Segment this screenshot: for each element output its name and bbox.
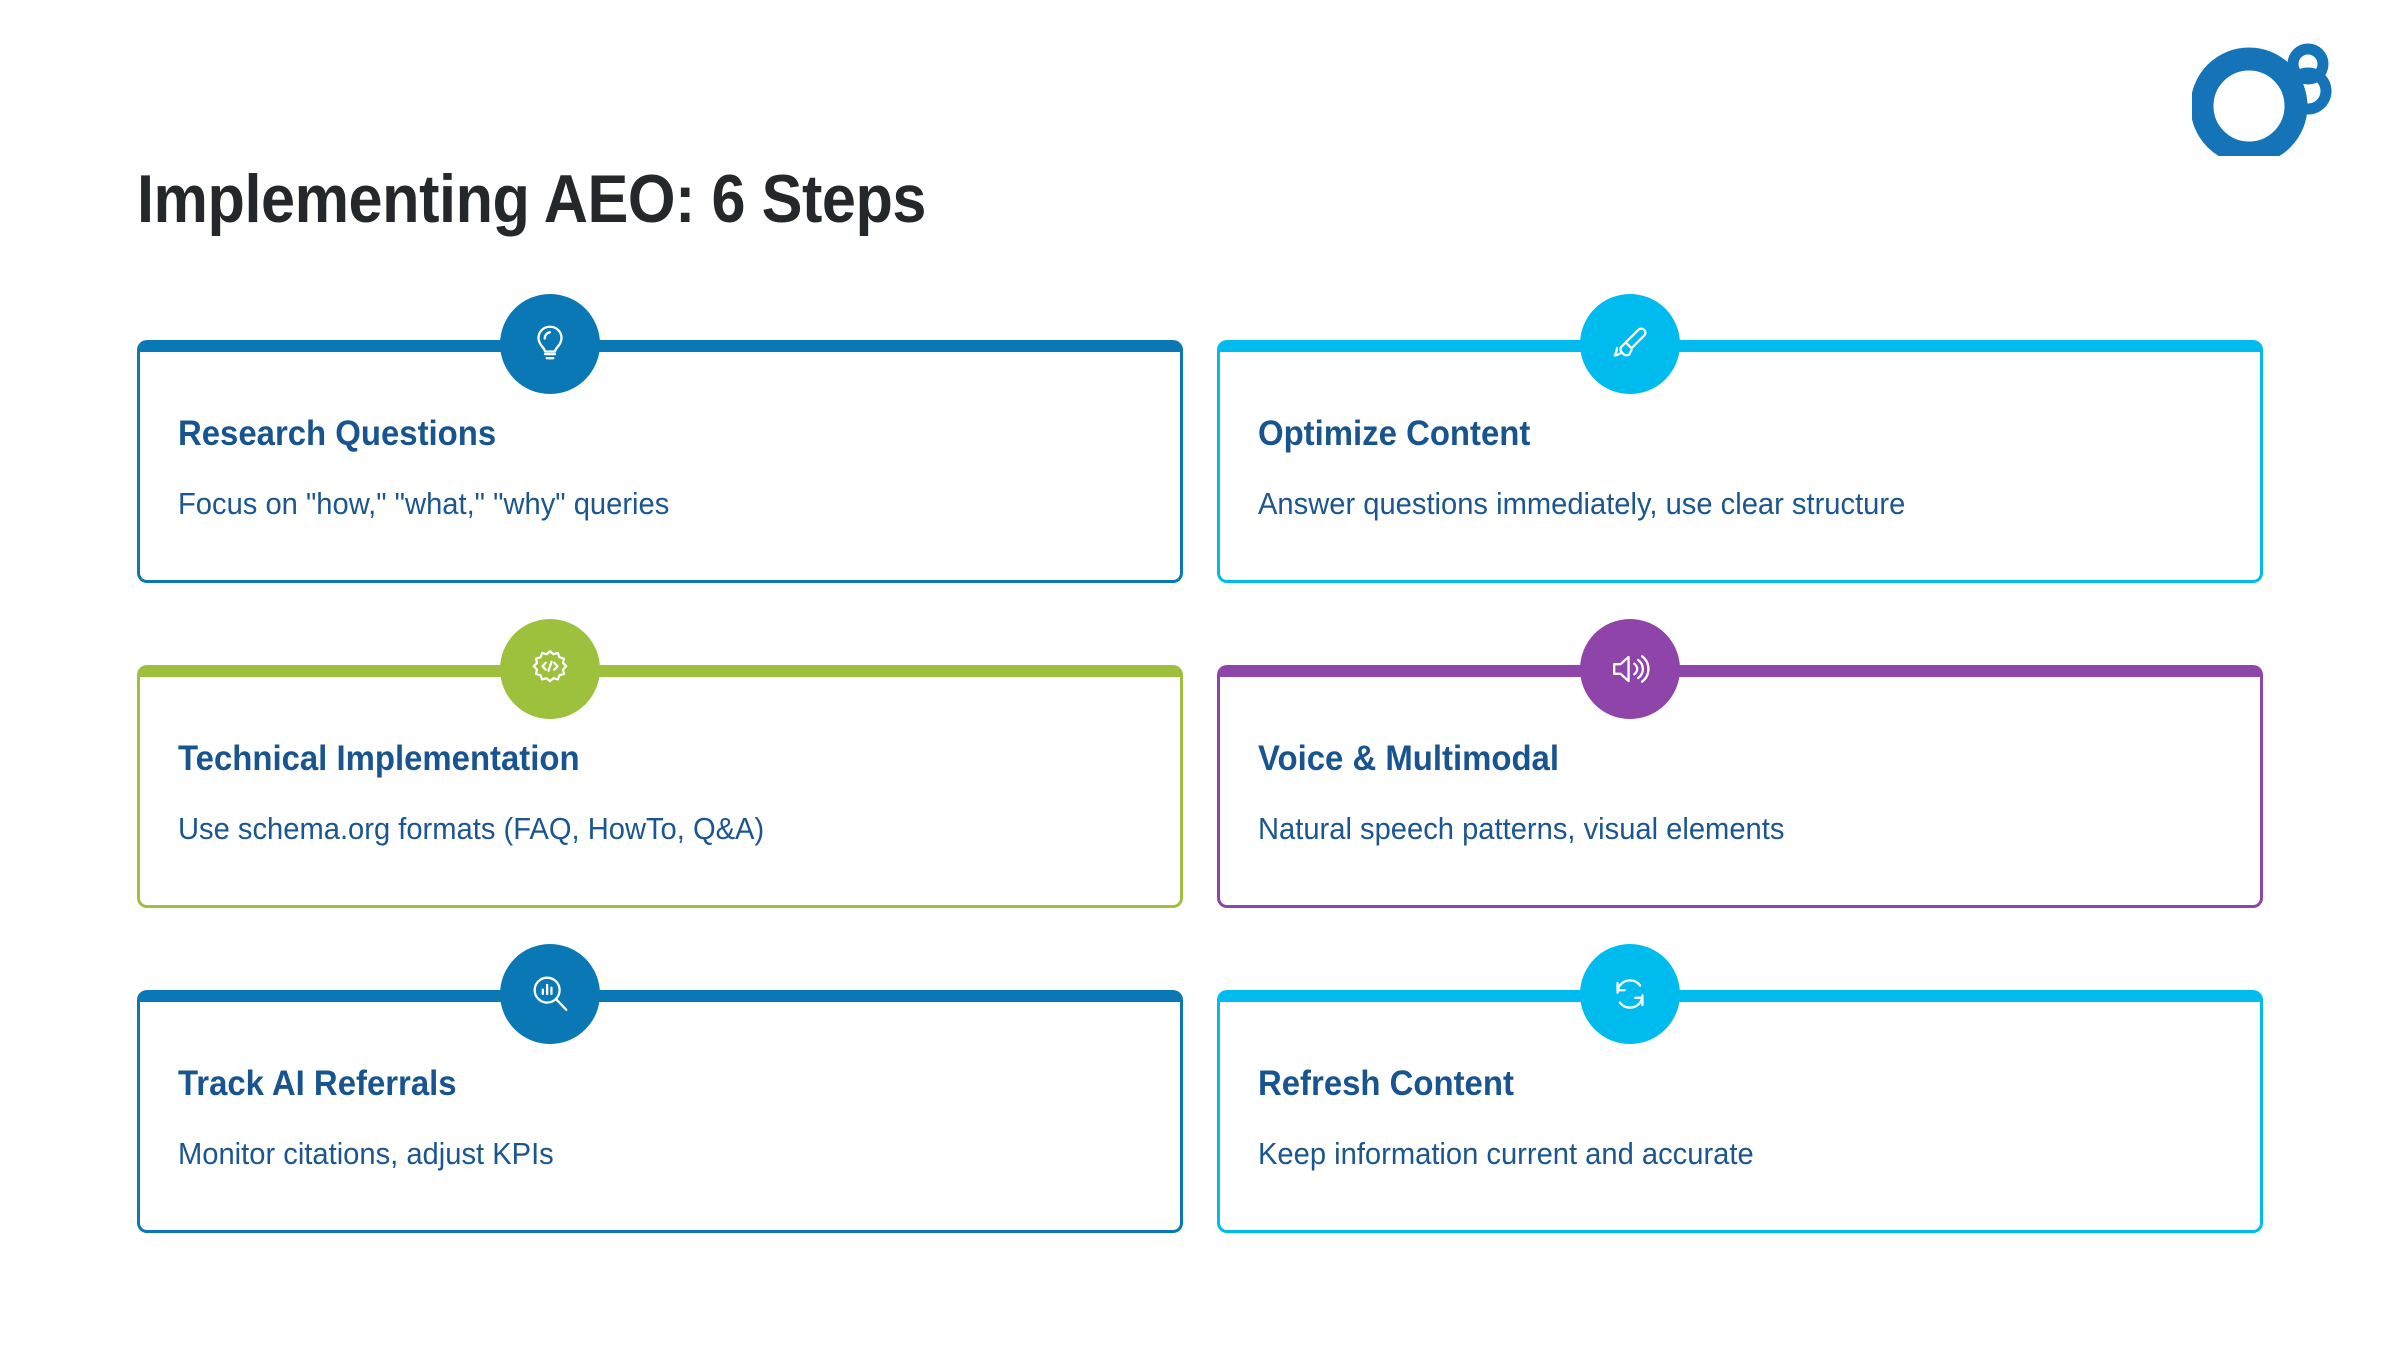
logo-o-letter (2190, 47, 2308, 165)
speaker-volume-icon-glyph (1613, 655, 1650, 683)
logo-8-top (2287, 43, 2329, 85)
steps-grid: Research Questions Focus on "how," "what… (137, 294, 2263, 1233)
speaker-volume-icon (1580, 619, 1680, 719)
card-description: Use schema.org formats (FAQ, HowTo, Q&A) (178, 811, 765, 846)
refresh-sync-icon (1580, 944, 1680, 1044)
lightbulb-icon (500, 294, 600, 394)
card-body: Voice & Multimodal Natural speech patter… (1258, 739, 2222, 847)
o8-logo-mark (2190, 43, 2332, 165)
step-card-optimize-content[interactable]: Optimize Content Answer questions immedi… (1217, 294, 2263, 583)
card-body: Track AI Referrals Monitor citations, ad… (178, 1064, 1142, 1172)
card-body: Research Questions Focus on "how," "what… (178, 414, 1142, 522)
card-heading: Optimize Content (1258, 414, 1531, 453)
step-card-research-questions[interactable]: Research Questions Focus on "how," "what… (137, 294, 1183, 583)
logo-8-bottom (2284, 67, 2332, 115)
card-frame: Track AI Referrals Monitor citations, ad… (137, 990, 1183, 1233)
step-card-technical-implementation[interactable]: Technical Implementation Use schema.org … (137, 619, 1183, 908)
card-description: Answer questions immediately, use clear … (1258, 486, 1906, 521)
card-frame: Voice & Multimodal Natural speech patter… (1217, 665, 2263, 908)
lightbulb-icon-glyph (537, 325, 563, 360)
o8-logo (2190, 38, 2342, 165)
card-frame: Technical Implementation Use schema.org … (137, 665, 1183, 908)
card-body: Technical Implementation Use schema.org … (178, 739, 1142, 847)
paintbrush-icon (1580, 294, 1680, 394)
card-frame: Research Questions Focus on "how," "what… (137, 340, 1183, 583)
card-heading: Voice & Multimodal (1258, 739, 1560, 778)
card-frame: Refresh Content Keep information current… (1217, 990, 2263, 1233)
card-description: Monitor citations, adjust KPIs (178, 1136, 554, 1171)
gear-code-icon (500, 619, 600, 719)
card-heading: Track AI Referrals (178, 1064, 457, 1103)
card-frame: Optimize Content Answer questions immedi… (1217, 340, 2263, 583)
refresh-sync-icon-glyph (1616, 979, 1644, 1009)
paintbrush-icon-glyph (1613, 327, 1647, 357)
step-card-voice-multimodal[interactable]: Voice & Multimodal Natural speech patter… (1217, 619, 2263, 908)
analytics-search-icon (500, 944, 600, 1044)
card-description: Keep information current and accurate (1258, 1136, 1754, 1171)
step-card-refresh-content[interactable]: Refresh Content Keep information current… (1217, 944, 2263, 1233)
card-description: Natural speech patterns, visual elements (1258, 811, 1785, 846)
page-title: Implementing AEO: 6 Steps (137, 160, 927, 237)
card-heading: Technical Implementation (178, 739, 580, 778)
card-description: Focus on "how," "what," "why" queries (178, 486, 670, 521)
card-body: Optimize Content Answer questions immedi… (1258, 414, 2222, 522)
card-heading: Research Questions (178, 414, 497, 453)
card-heading: Refresh Content (1258, 1064, 1514, 1103)
card-body: Refresh Content Keep information current… (1258, 1064, 2222, 1172)
analytics-search-icon-glyph (533, 976, 568, 1011)
step-card-track-ai-referrals[interactable]: Track AI Referrals Monitor citations, ad… (137, 944, 1183, 1233)
gear-code-icon-glyph (532, 650, 568, 683)
